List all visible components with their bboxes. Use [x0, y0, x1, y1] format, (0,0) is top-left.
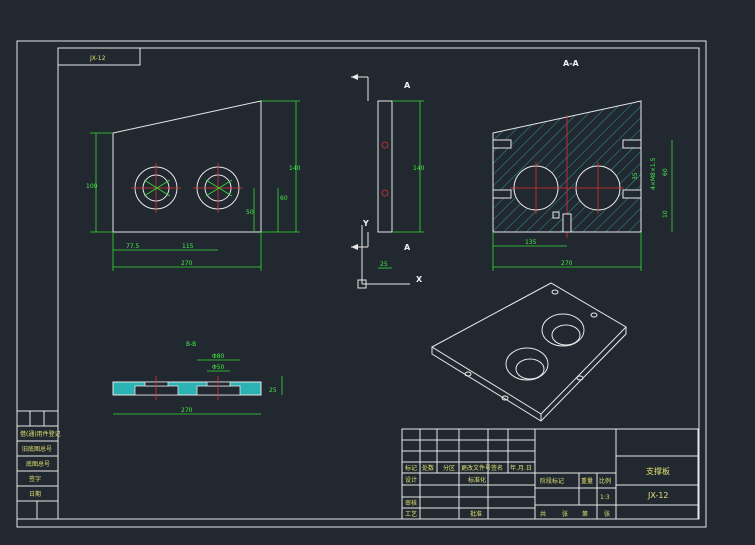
arrow-label-bottom: A [404, 243, 411, 252]
sheet-outer-border [16, 40, 707, 528]
tb-header-5: 签名 [491, 464, 503, 472]
dim-side-thick: 25 [380, 261, 388, 268]
left-strip: 借(通)用件登记 旧底图总号 底图总号 签字 日期 [16, 410, 61, 520]
tb-sheets-3: 第 [582, 510, 588, 518]
tb-standard: 标准化 [468, 476, 486, 484]
tb-header-1: 标记 [405, 464, 417, 472]
tb-weight-label: 重量 [581, 477, 593, 485]
isometric-view [430, 282, 627, 422]
dim-section-60: 60 [662, 168, 669, 176]
tb-drawing-no: JX-12 [647, 491, 669, 500]
dim-front-pitch: 115 [182, 243, 194, 250]
dim-front-width: 270 [181, 260, 193, 267]
section-b-b: B-B Φ80 Φ50 270 25 [112, 341, 283, 415]
dim-front-height: 100 [86, 183, 98, 190]
axis-x-label: X [416, 275, 423, 284]
tb-header-4: 更改文件号 [461, 464, 491, 472]
dim-section-a-half: 135 [525, 239, 537, 246]
dim-bottom-width: 270 [181, 407, 193, 414]
strip-text-1: 借(通)用件登记 [20, 430, 61, 438]
tb-review: 审核 [405, 499, 417, 507]
section-a-label: A-A [563, 59, 580, 68]
dim-bottom-d1: Φ80 [212, 353, 225, 360]
title-block: 标记 处数 分区 更改文件号 签名 年.月.日 设计 标准化 审核 工艺 批准 … [401, 428, 699, 520]
tb-process: 工艺 [405, 510, 417, 518]
tb-approve: 批准 [470, 510, 482, 518]
dim-section-r: 35 [632, 172, 639, 180]
dim-section-thread: 4×M8×1.5 [650, 157, 657, 190]
tb-scale-value: 1:3 [600, 494, 610, 501]
strip-text-2: 旧底图总号 [22, 445, 52, 453]
tb-sheets-2: 张 [562, 510, 568, 518]
section-b-label: B-B [186, 341, 196, 348]
front-view: 100 140 50 60 77.5 115 270 [86, 100, 301, 271]
tb-header-2: 处数 [422, 464, 434, 472]
tb-stage-label: 阶段标记 [540, 477, 564, 485]
section-arrow-bottom [351, 244, 358, 250]
tb-header-3: 分区 [443, 464, 455, 472]
dim-section-a-width: 270 [561, 260, 573, 267]
code-box-text: JX-12 [89, 55, 106, 62]
section-arrow-top [351, 74, 358, 80]
dim-section-10: 10 [662, 210, 669, 218]
arrow-label-top: A [404, 81, 411, 90]
tb-header-6: 年.月.日 [510, 464, 532, 472]
tb-scale-label: 比例 [599, 477, 611, 485]
side-view: A A 140 25 Y X [351, 74, 425, 289]
tb-part-name: 支撑板 [646, 466, 670, 476]
strip-text-5: 日期 [29, 490, 41, 498]
dim-front-side: 60 [280, 195, 288, 202]
section-a-a: A-A 135 270 4×M8×1.5 60 35 10 [492, 59, 673, 271]
dim-front-offset: 50 [246, 209, 254, 216]
code-box [57, 47, 141, 66]
strip-text-3: 底图总号 [26, 460, 50, 468]
tb-sheets-1: 共 [540, 510, 546, 518]
dim-bottom-h: 25 [269, 387, 277, 394]
tb-sheets-4: 张 [604, 510, 610, 518]
dim-bottom-d2: Φ50 [212, 364, 225, 371]
sheet-inner-border [57, 47, 700, 520]
dim-side-height: 140 [413, 165, 425, 172]
tb-design: 设计 [405, 476, 417, 484]
dim-front-total: 140 [289, 165, 301, 172]
axis-y-label: Y [362, 219, 369, 228]
strip-text-4: 签字 [29, 475, 41, 483]
dim-front-x1: 77.5 [126, 243, 140, 250]
